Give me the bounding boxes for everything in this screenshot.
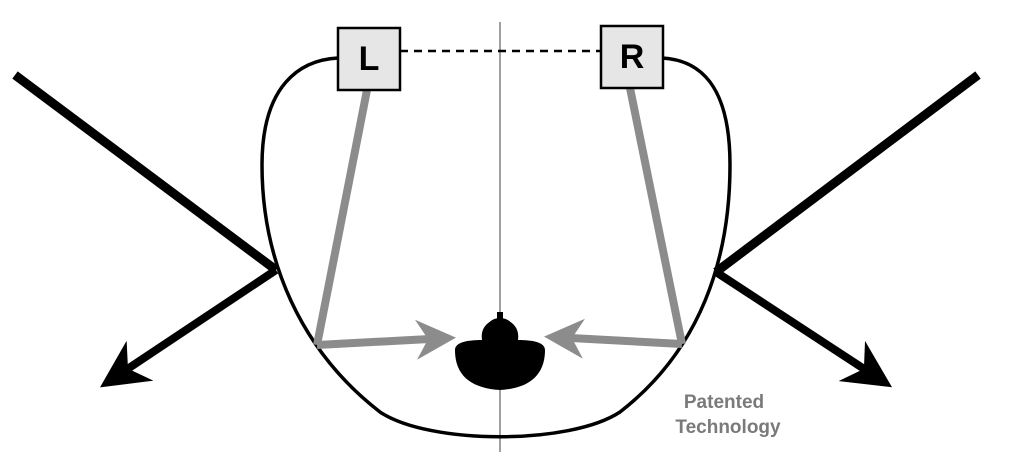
right-speaker: R — [599, 24, 665, 90]
speaker-box — [599, 24, 665, 90]
left-speaker: L — [336, 26, 402, 92]
right-speaker-arrow — [544, 318, 683, 359]
caption-line-2: Technology — [675, 417, 781, 438]
speaker-box — [336, 26, 402, 92]
right-speaker-path — [626, 87, 686, 345]
incoming-ray-right — [713, 71, 981, 276]
caption-line-1: Patented — [684, 392, 764, 413]
left-speaker-label: L — [359, 40, 380, 78]
outgoing-ray-left — [100, 266, 279, 388]
outgoing-ray-right — [713, 268, 893, 388]
right-speaker-label: R — [620, 38, 645, 76]
listener-icon — [455, 312, 545, 390]
dispersion-boundary — [260, 56, 732, 439]
incoming-ray-left — [12, 71, 279, 274]
left-speaker-path — [313, 89, 371, 346]
left-speaker-arrow — [316, 319, 456, 360]
